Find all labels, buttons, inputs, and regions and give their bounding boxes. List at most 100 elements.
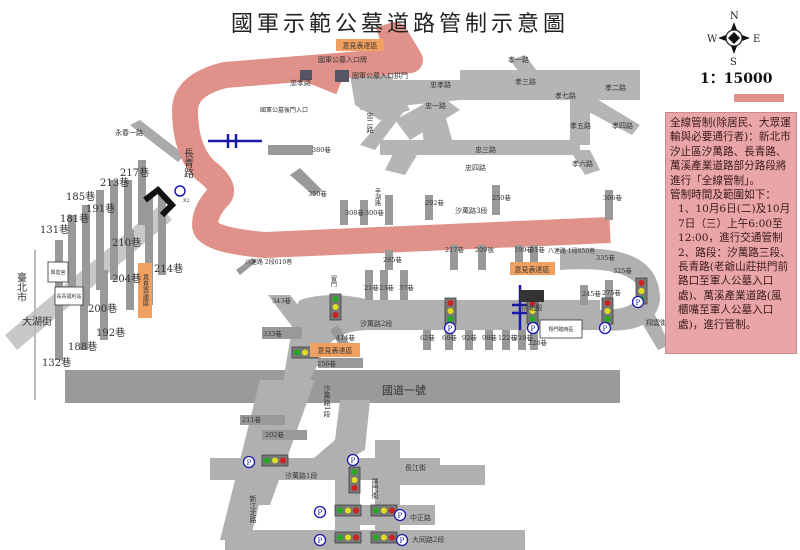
lane-label-north: 209號: [475, 245, 494, 254]
parking-icon: P: [443, 321, 457, 335]
svg-text:P: P: [531, 325, 536, 333]
label-zhongzheng: 中正路: [410, 513, 431, 522]
label-zhongxiao2: 忠孝路: [430, 80, 451, 89]
road-labels: 國軍公墓入口牌 國軍公墓入口拱門 忠孝路 忠孝路 忠一路 忠二路 忠三路 忠四路…: [15, 55, 668, 544]
label-badu2: 八連路 2段610巷: [245, 258, 292, 266]
lane-label-west: 192巷: [96, 327, 125, 339]
svg-text:P: P: [400, 537, 405, 545]
notice-heading: 管制時間及範圍如下：: [670, 189, 776, 202]
lane-label-south: 92巷: [462, 334, 477, 342]
lane-label-west: 188巷: [68, 341, 97, 353]
svg-text:P: P: [247, 459, 252, 467]
lane-label-south: 66巷: [442, 334, 457, 342]
label-x2: X2: [183, 198, 190, 204]
lane-label-west: 132巷: [42, 357, 71, 369]
label-xiwan1-vertical: 汐萬路1段: [323, 384, 331, 418]
express-zone-3: [310, 343, 360, 357]
gate-photo-2: [335, 70, 349, 82]
parking-icon: P: [313, 533, 327, 547]
label-zhongxiao1: 忠孝路: [290, 78, 311, 87]
svg-text:P: P: [603, 325, 608, 333]
label-liumen: 留門: [330, 274, 337, 288]
road-yongchun: [130, 120, 185, 162]
temple-label: 興善宮: [50, 269, 65, 276]
lane-label-north: 308巷: [345, 209, 364, 217]
control-notice: 全線管制(除居民、大眾運輸與必要通行者)：新北市汐止區汐萬路、長青路、萬溪產業道…: [665, 112, 797, 354]
road-xiao4: [585, 95, 640, 135]
label-zhaomen: 翔雲街: [646, 318, 667, 327]
label-xiwan2: 汐萬路2段: [360, 319, 392, 328]
label-badu1: 八連路 1段850巷: [548, 247, 595, 255]
road-zhanmen: [375, 440, 400, 545]
parking-icon: P: [598, 321, 612, 335]
lane-label-south: 256巷: [317, 360, 336, 368]
lanes-north: [236, 145, 613, 440]
road-loop-east: [560, 248, 660, 331]
lane-label-north: 292巷: [425, 199, 444, 207]
lane-label-south: 333巷: [263, 330, 282, 338]
label-xiao2: 孝二路: [605, 83, 626, 92]
traffic-lights: [261, 277, 648, 544]
traffic-light-icon: [334, 531, 362, 544]
parking-icon: P: [346, 453, 360, 467]
parking-icon: P: [242, 455, 256, 469]
label-xiwan1: 汐萬路1段: [285, 471, 317, 480]
express-zone-1: [336, 39, 384, 51]
svg-text:P: P: [636, 299, 641, 307]
lane-label-south: 211巷: [242, 416, 261, 424]
lane-label-south: 62巷: [420, 334, 435, 342]
label-datong2: 大同路2段: [412, 535, 444, 544]
parking-lot-label: 翔門臨時區: [548, 326, 573, 333]
lane-label-south: 228巷: [528, 339, 547, 347]
express-zone-2-label: 意見表達區: [515, 265, 550, 274]
city-boundary: [34, 250, 36, 400]
lane-label-north: 306巷: [603, 194, 622, 202]
lane-label-west: 213巷: [100, 177, 129, 189]
lane-label-west: 210巷: [112, 237, 141, 249]
express-zone-4: [138, 263, 152, 318]
label-zhanmen: 擇門街: [371, 477, 379, 500]
label-changqing: 長青路: [182, 148, 194, 179]
express-zone-2: [510, 262, 555, 275]
scale-bar-controlled-legend: [734, 94, 784, 102]
label-xiao5: 孝五路: [570, 121, 591, 130]
express-zone-4-label: 意見表達區: [141, 272, 149, 306]
label-xiao1: 孝一路: [508, 55, 529, 64]
express-zone-1-label: 意見表達區: [343, 41, 378, 50]
compass-south: S: [730, 57, 737, 66]
label-north-gate: 國軍公墓入口牌: [318, 55, 367, 64]
parking-icon: P: [393, 508, 407, 522]
lane-labels: 131巷181巷185巷191巷213巷217巷210巷214巷204巷200巷…: [40, 146, 632, 439]
gate-photo-1: [300, 70, 312, 80]
road-cemetery-gate: [286, 55, 344, 95]
lane-label-west: 191巷: [86, 203, 115, 215]
road-changqing-xiwan3: [172, 22, 611, 258]
lane-label-north: 325巷: [613, 267, 632, 275]
road-changjiang: [395, 465, 485, 485]
lane-label-north: 245巷: [582, 290, 601, 298]
lane-label-north: 23巷: [379, 284, 394, 292]
lane-label-west: 214巷: [154, 263, 183, 275]
label-taipei: 臺北市: [15, 271, 27, 303]
parking-icon: P: [395, 533, 409, 547]
lane-label-north: 300巷: [365, 209, 384, 217]
lane-label-west: 185巷: [66, 191, 95, 203]
lane-label-west: 204巷: [112, 273, 141, 285]
west-lanes: [5, 120, 185, 400]
notice-item-2: 2、路段：汐萬路三段、長青路(老爺山莊拱門前路口至軍人公墓入口處)、萬溪產業道路…: [678, 246, 791, 331]
lane-label-north: 285巷: [383, 256, 402, 264]
compass-east: E: [753, 34, 760, 45]
controlled-road: [172, 22, 611, 258]
place-markers: 興善宮 長青福利站 翔門臨時區 拱北殿: [47, 70, 583, 339]
lane-label-north: 275巷: [602, 289, 621, 297]
cemetery-roads: [350, 55, 640, 175]
label-xinjiang: 新江北路: [249, 494, 257, 524]
lane-label-north: 37巷: [399, 284, 414, 292]
gongbei-temple-icon: [520, 290, 544, 302]
compass-north: N: [730, 11, 739, 22]
traffic-light-icon: [334, 504, 362, 517]
lane-label-north: 250巷: [492, 194, 511, 202]
express-zones: 意見表達區 意見表達區 意見表達區 意見表達區: [138, 39, 555, 357]
road-zhaomen: [640, 315, 670, 350]
svg-text:P: P: [318, 509, 323, 517]
